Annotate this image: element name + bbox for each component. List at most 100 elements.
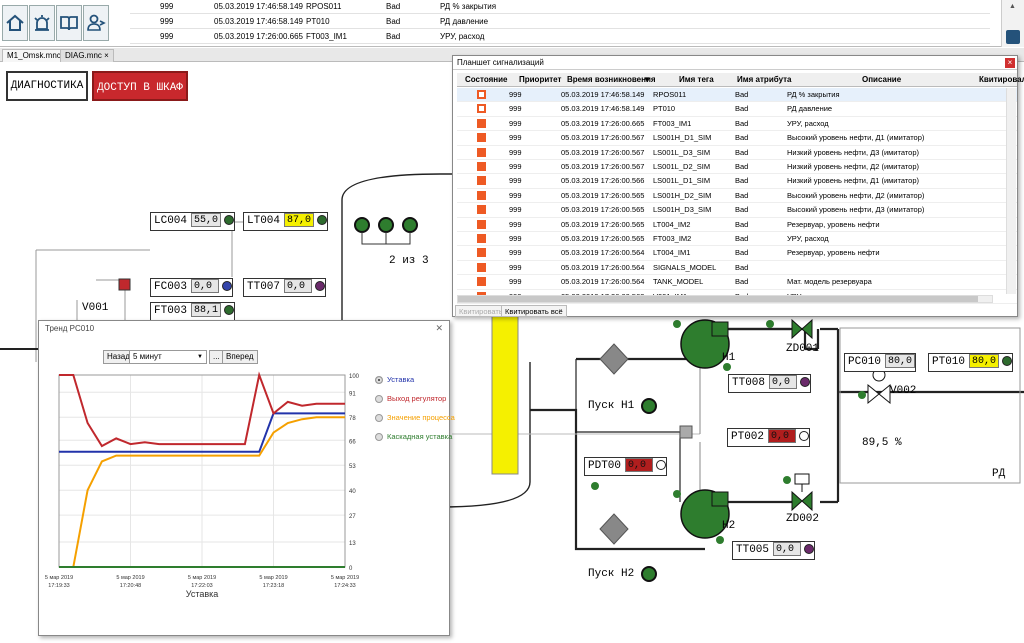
alarm-tag: LS001H_D2_SIM	[653, 190, 712, 200]
ack-button[interactable]: Квитировать	[455, 305, 507, 317]
alarm-time: 05.03.2019 17:26:00.565	[561, 219, 645, 229]
alarm-desc: РД давление	[787, 104, 833, 114]
period-select[interactable]: 5 минут ▼	[129, 350, 207, 364]
valve-zd002[interactable]	[791, 473, 813, 512]
y-tick-label: 0	[349, 566, 353, 572]
valve-v002[interactable]	[858, 368, 891, 405]
col-priority[interactable]: Приоритет	[519, 75, 562, 84]
home-button[interactable]	[2, 5, 28, 41]
alarm-prio: 999	[509, 277, 522, 287]
forward-button[interactable]: Вперед	[222, 350, 258, 364]
filter-diamond-h1[interactable]	[599, 343, 629, 375]
alarm-desc: Резервуар, уровень нефти	[787, 248, 880, 258]
v001-valve[interactable]	[118, 278, 131, 291]
alarm-vscrollbar[interactable]	[1006, 88, 1016, 294]
pump-h2[interactable]	[680, 489, 730, 539]
pump-h1[interactable]	[680, 319, 730, 369]
status-dot-icon	[315, 281, 326, 292]
ack-all-button[interactable]: Квитировать всё	[501, 305, 567, 317]
cabinet-access-button[interactable]: ДОСТУП В ШКАФ	[92, 71, 188, 101]
tag-name: FT003	[154, 305, 188, 317]
tag-name: PDT00	[588, 460, 622, 472]
back-button[interactable]: Назад	[103, 350, 134, 364]
process-scheme	[0, 173, 1024, 582]
v001-label: V001	[82, 302, 109, 314]
start-h1-label: Пуск Н1	[588, 400, 635, 412]
tag-value: 80,0	[969, 354, 1000, 369]
close-icon[interactable]: ✕	[435, 323, 443, 333]
alarm-state-icon	[477, 277, 486, 287]
legend-item[interactable]: Значение процесса	[375, 412, 455, 423]
alarm-state-icon	[477, 205, 486, 215]
rd-label: РД	[992, 468, 1006, 480]
col-attr[interactable]: Имя атрибута	[737, 75, 792, 84]
alarm-hscrollbar[interactable]	[457, 295, 993, 303]
top-log-scrollbar[interactable]: ▲	[1001, 0, 1024, 47]
home-icon	[6, 14, 24, 31]
journal-button[interactable]	[56, 5, 82, 41]
x-axis-label: Уставка	[186, 589, 219, 599]
col-desc[interactable]: Описание	[862, 75, 902, 84]
start-h2-indicator[interactable]	[641, 566, 657, 582]
legend-item[interactable]: Выход регулятор	[375, 393, 446, 404]
alarm-time: 05.03.2019 17:26:00.565	[561, 234, 645, 243]
alarm-attr: Bad	[735, 133, 749, 143]
close-icon[interactable]: ×	[1005, 58, 1015, 68]
legend-item[interactable]: Каскадная уставка	[375, 431, 452, 442]
alarm-time: 05.03.2019 17:26:00.567	[561, 162, 645, 171]
alarm-state-icon	[477, 248, 486, 258]
tab-diag[interactable]: DIAG.mnc ×	[60, 49, 114, 62]
col-state[interactable]: Состояние	[465, 75, 508, 84]
legend-item[interactable]: Уставка	[375, 374, 414, 385]
v002-position: 89,5 %	[862, 437, 902, 449]
col-time[interactable]: Время возникновения	[567, 75, 656, 84]
speaker-icon[interactable]	[1006, 30, 1020, 44]
col-ack[interactable]: Квитировал	[979, 75, 1024, 84]
alarm-attr: Bad	[735, 234, 749, 243]
status-dot-icon	[800, 377, 811, 388]
col-tag[interactable]: Имя тега	[679, 75, 714, 84]
valve-zd001[interactable]	[791, 318, 813, 340]
alarm-prio: 999	[509, 133, 522, 143]
alarm-time: 05.03.2019 17:46:58.149	[561, 104, 645, 114]
v002-label: V002	[890, 385, 917, 397]
h2-label: H2	[722, 520, 736, 532]
alarm-tag: RPOS011	[653, 90, 687, 99]
alarm-button[interactable]	[29, 5, 55, 41]
user-button[interactable]	[83, 5, 109, 41]
alarm-time: 05.03.2019 17:26:00.564	[561, 277, 645, 287]
tag-value: 0,0	[625, 458, 654, 473]
diagnostics-button[interactable]: ДИАГНОСТИКА	[6, 71, 88, 101]
start-h1-indicator[interactable]	[641, 398, 657, 414]
filter-diamond-h2[interactable]	[599, 513, 629, 545]
tag-name: PT010	[932, 356, 966, 368]
